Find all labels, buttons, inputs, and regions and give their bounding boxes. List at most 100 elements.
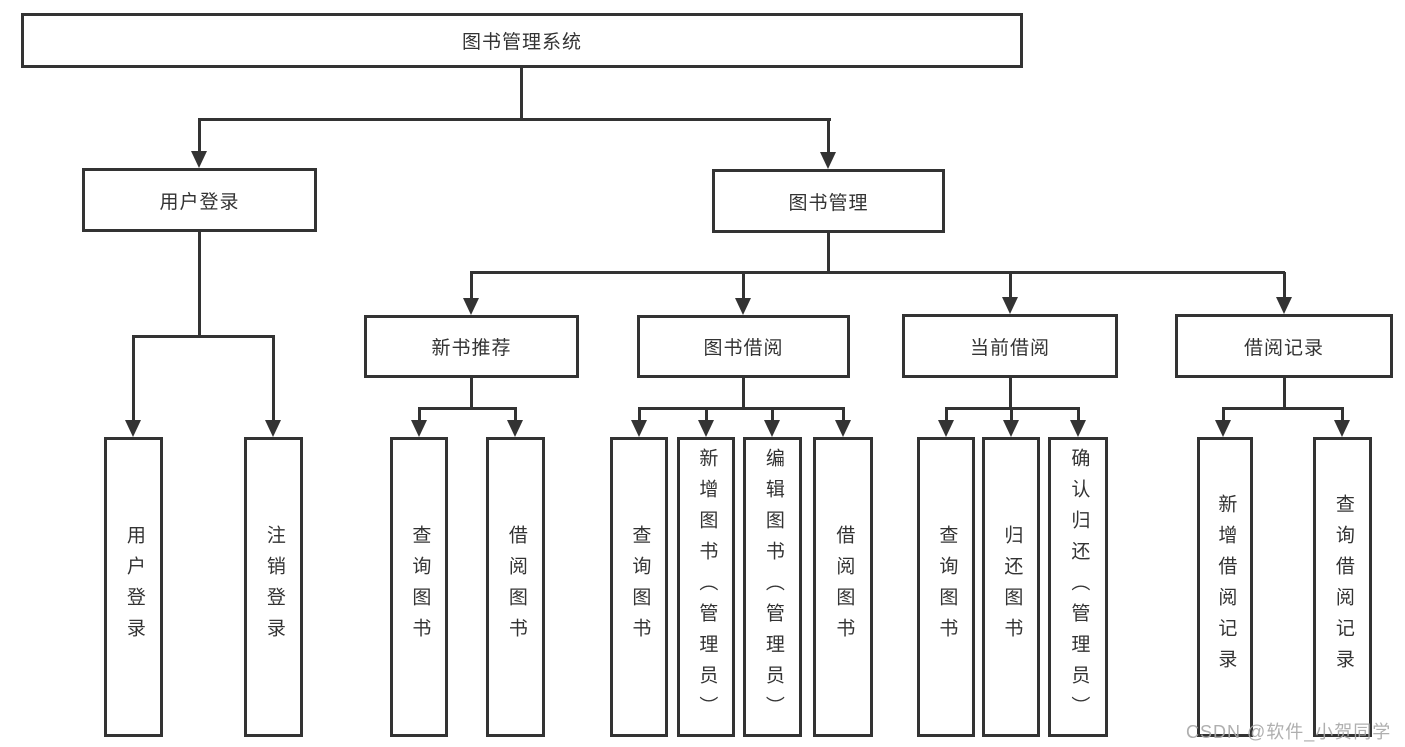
arrow-down [1070, 408, 1086, 437]
arrow-stem [1221, 408, 1225, 423]
arrowhead-icon [764, 420, 780, 437]
arrow-stem [1008, 272, 1012, 300]
connector-vline [1009, 378, 1012, 408]
leaf-label: 注销登录 [263, 525, 285, 649]
arrow-stem [513, 408, 517, 423]
leaf-return-book: 归还图书 [982, 437, 1040, 737]
leaf-label: 用户登录 [123, 525, 145, 649]
arrowhead-icon [1276, 297, 1292, 314]
arrow-stem [841, 408, 845, 423]
arrow-stem [1282, 272, 1286, 300]
csdn-watermark: CSDN @软件_小贺同学 [1186, 722, 1392, 742]
arrow-stem [770, 408, 774, 423]
arrow-down [698, 408, 714, 437]
arrowhead-icon [1334, 420, 1350, 437]
arrowhead-icon [1002, 297, 1018, 314]
leaf-edit-book-admin: 编辑图书（管理员） [743, 437, 802, 737]
arrow-down [507, 408, 523, 437]
arrow-down [1215, 408, 1231, 437]
arrow-stem [1076, 408, 1080, 423]
node-label: 借阅记录 [1243, 337, 1324, 359]
leaf-label: 编辑图书（管理员） [762, 447, 784, 727]
arrow-stem [741, 272, 745, 301]
arrowhead-icon [938, 420, 954, 437]
connector-vline [827, 233, 830, 272]
connector-vline [742, 378, 745, 408]
connector-hline [638, 407, 845, 410]
arrowhead-icon [507, 420, 523, 437]
connector-vline [470, 378, 473, 408]
arrow-down [735, 272, 751, 315]
leaf-label: 查询图书 [409, 525, 431, 649]
node-current-borrowing: 当前借阅 [902, 314, 1118, 378]
leaf-label: 归还图书 [1001, 525, 1023, 649]
arrow-down [411, 408, 427, 437]
arrow-down [125, 336, 141, 437]
arrowhead-icon [191, 151, 207, 168]
arrow-stem [944, 408, 948, 423]
arrow-down [1002, 272, 1018, 314]
connector-hline [132, 335, 275, 338]
leaf-borrow-books-borrowing: 借阅图书 [813, 437, 873, 737]
leaf-label: 查询借阅记录 [1332, 494, 1354, 680]
arrowhead-icon [463, 298, 479, 315]
leaf-query-borrow-record: 查询借阅记录 [1313, 437, 1372, 737]
connector-hline [945, 407, 1080, 410]
arrow-down [764, 408, 780, 437]
leaf-query-books-current: 查询图书 [917, 437, 975, 737]
arrow-down [191, 119, 207, 168]
connector-vline [1283, 378, 1286, 408]
arrow-down [1334, 408, 1350, 437]
arrow-down [1276, 272, 1292, 314]
arrow-stem [826, 119, 830, 155]
node-book-borrowing: 图书借阅 [637, 315, 850, 378]
arrow-stem [1009, 408, 1013, 423]
leaf-label: 查询图书 [629, 525, 651, 649]
leaf-add-book-admin: 新增图书（管理员） [677, 437, 735, 737]
leaf-query-books-borrowing: 查询图书 [610, 437, 668, 737]
arrow-down [820, 119, 836, 169]
arrow-stem [704, 408, 708, 423]
node-root: 图书管理系统 [21, 13, 1023, 68]
arrow-stem [131, 336, 135, 423]
leaf-label: 新增借阅记录 [1215, 494, 1237, 680]
arrow-down [265, 336, 281, 437]
arrowhead-icon [411, 420, 427, 437]
arrow-stem [271, 336, 275, 423]
leaf-confirm-return-admin: 确认归还（管理员） [1048, 437, 1108, 737]
arrow-down [835, 408, 851, 437]
arrow-down [1003, 408, 1019, 437]
arrowhead-icon [735, 298, 751, 315]
arrowhead-icon [265, 420, 281, 437]
arrow-stem [1340, 408, 1344, 423]
node-book-management: 图书管理 [712, 169, 945, 233]
node-user-login: 用户登录 [82, 168, 317, 232]
leaf-label: 借阅图书 [505, 525, 527, 649]
arrow-stem [637, 408, 641, 423]
leaf-user-login: 用户登录 [104, 437, 163, 737]
arrowhead-icon [631, 420, 647, 437]
arrowhead-icon [835, 420, 851, 437]
leaf-borrow-books-recommend: 借阅图书 [486, 437, 545, 737]
arrowhead-icon [820, 152, 836, 169]
node-label: 新书推荐 [431, 338, 512, 359]
arrow-stem [417, 408, 421, 423]
leaf-label: 确认归还（管理员） [1068, 447, 1090, 727]
connector-hline [1222, 407, 1344, 410]
node-label: 当前借阅 [969, 337, 1050, 359]
arrowhead-icon [1215, 420, 1231, 437]
connector-vline [520, 68, 523, 119]
arrow-down [463, 272, 479, 315]
arrowhead-icon [698, 420, 714, 437]
node-borrowing-records: 借阅记录 [1175, 314, 1393, 378]
leaf-label: 新增图书（管理员） [696, 447, 718, 727]
node-label: 图书借阅 [703, 338, 784, 359]
arrow-down [938, 408, 954, 437]
arrow-down [631, 408, 647, 437]
connector-hline [198, 118, 831, 121]
leaf-label: 借阅图书 [833, 525, 855, 649]
node-label: 图书管理 [788, 192, 869, 214]
leaf-logout: 注销登录 [244, 437, 303, 737]
arrow-stem [197, 119, 201, 154]
